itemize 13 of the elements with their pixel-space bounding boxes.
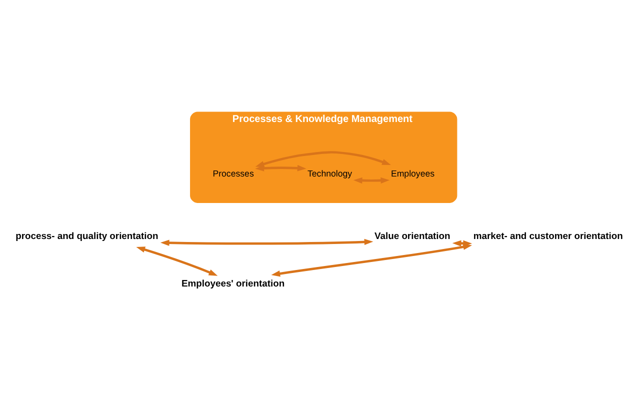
arrow [255, 150, 391, 167]
arrow [160, 238, 374, 246]
arrow [255, 164, 306, 171]
node-text: process- and quality orientation [16, 230, 158, 241]
node-text: Value orientation [374, 230, 450, 241]
node-text: Processes [212, 168, 254, 178]
arrow [136, 246, 218, 276]
node-text: Technology [308, 168, 352, 178]
arrow [271, 243, 472, 276]
arrow [353, 176, 390, 184]
node-text: Employees [390, 168, 435, 178]
node-text: market- and customer orientation [473, 230, 623, 241]
node-text: Employees' orientation [182, 277, 285, 288]
